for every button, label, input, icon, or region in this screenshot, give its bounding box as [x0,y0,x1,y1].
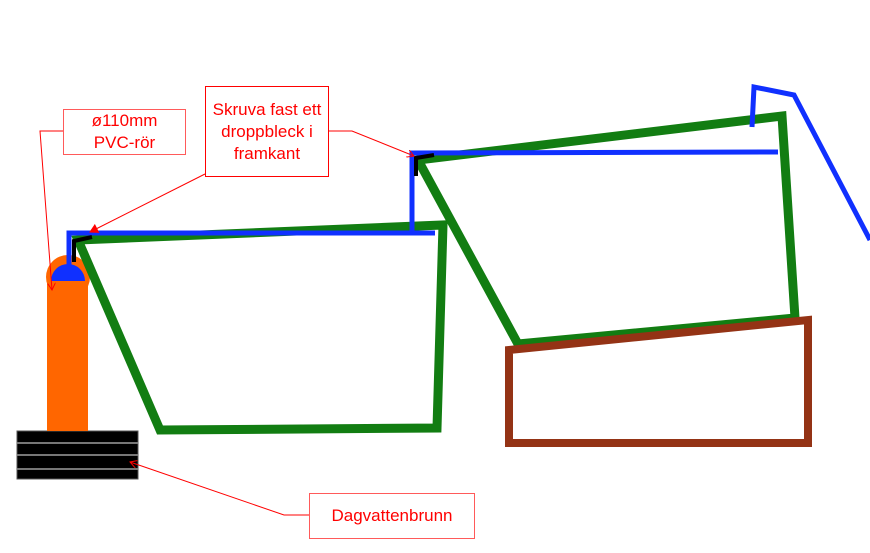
gutter-right [749,83,870,242]
drain-grate [16,430,139,480]
flashing-label: Skruva fast ett droppbleck i framkant [205,86,329,177]
leader-drain [130,462,309,516]
pipe-label: ø110mm PVC-rör [63,109,186,155]
leader-pipe [39,130,63,290]
drip-edge-left [72,235,93,262]
leader-flashing-left [89,173,206,233]
downpipe [46,255,90,431]
gutter-left [66,230,435,272]
base-frame [505,315,812,447]
drip-edge-middle [414,153,435,176]
leader-flashing-right [328,130,414,156]
drain-label: Dagvattenbrunn [309,493,475,539]
gutter-middle [409,149,779,233]
left-module-frame [71,220,448,435]
